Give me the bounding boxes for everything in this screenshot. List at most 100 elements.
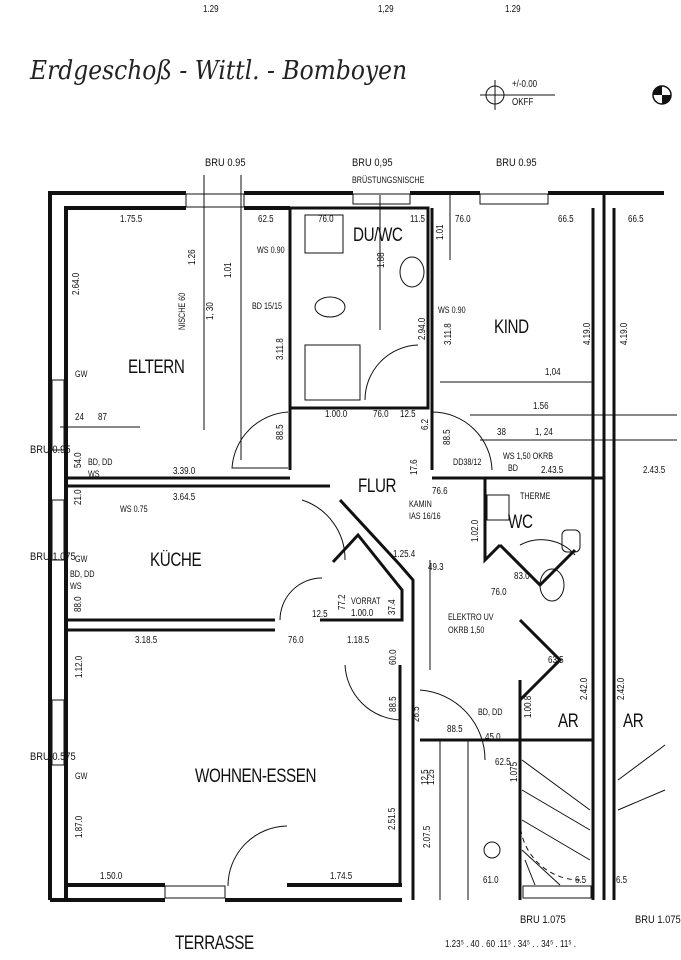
dim-wohnen-1185: 1.18.5 bbox=[347, 635, 370, 646]
dim-duwc-115: 11.5 bbox=[410, 214, 425, 225]
door-duwc bbox=[364, 344, 419, 401]
dim-kueche-125: 12.5 bbox=[312, 609, 328, 620]
top-dim-1: 1.29 bbox=[203, 4, 219, 15]
shower-tray bbox=[304, 214, 344, 254]
dim-flur-2435b: 2.43.5 bbox=[643, 465, 666, 476]
dim-stair-610: 61.0 bbox=[483, 875, 499, 886]
dim-kind-76: 76.0 bbox=[455, 214, 471, 225]
dim-vorrat-772: 77.2 bbox=[337, 594, 348, 610]
dim-eltern-width: 1.75.5 bbox=[120, 214, 143, 225]
wc-wall bbox=[483, 478, 502, 564]
dim-eltern-24: 24 bbox=[75, 412, 84, 423]
door-kind bbox=[431, 411, 493, 471]
bottom-dimension-chain: 1.23⁵ . 40 . 60 .11⁵ . 34⁵ . . 34⁵ . 11⁵… bbox=[445, 939, 577, 950]
interior-walls bbox=[66, 193, 616, 900]
door-terrasse bbox=[227, 825, 288, 887]
annotation-okrb: OKRB 1,50 bbox=[448, 625, 485, 635]
dim-eltern-right: 62.5 bbox=[258, 214, 274, 225]
room-label-kind: KIND bbox=[494, 317, 529, 338]
annotation-ws075-kueche: WS 0.75 bbox=[120, 504, 148, 514]
dim-vorrat-374: 37.4 bbox=[387, 599, 398, 615]
dim-stair-1075: 1.075 bbox=[509, 761, 520, 782]
dim-stair-625: 62.5 bbox=[495, 757, 511, 768]
dim-eltern-875: 87 bbox=[98, 412, 107, 423]
door-swings bbox=[227, 344, 576, 887]
dim-wohnen-1500: 1.50.0 bbox=[100, 871, 123, 882]
annotation-nische: NISCHE 60 bbox=[177, 292, 187, 330]
windows bbox=[51, 193, 592, 899]
window-kueche-left bbox=[51, 499, 65, 561]
dim-kueche-339: 3.39.0 bbox=[173, 466, 196, 477]
annotation-bd-dd-3: BD, DD bbox=[478, 707, 503, 717]
level-value: +/-0.00 bbox=[512, 79, 538, 90]
dim-ar-1008: 1.00.8 bbox=[523, 695, 534, 718]
ar-wall bbox=[518, 618, 563, 702]
annotation-bd-dd-1: BD, DD bbox=[88, 457, 113, 467]
window-wohnen-left bbox=[51, 699, 65, 766]
annotation-las: IAS 16/16 bbox=[409, 511, 441, 521]
dim-flur-2435: 2.43.5 bbox=[541, 465, 564, 476]
dim-stair-885: 88.5 bbox=[447, 724, 463, 735]
dim-flur-62: 6.2 bbox=[420, 418, 431, 430]
dim-wohnen-1745: 1.74.5 bbox=[330, 871, 353, 882]
window-kind-top bbox=[479, 193, 549, 205]
dim-ar-635: 63.5 bbox=[548, 655, 564, 666]
dim-duwc-125: 12.5 bbox=[400, 409, 416, 420]
dim-eltern-height: 2.64.0 bbox=[71, 272, 82, 295]
wall-top-left bbox=[48, 191, 186, 900]
dim-wohnen-600: 60.0 bbox=[388, 649, 399, 665]
room-label-wc: WC bbox=[508, 512, 533, 533]
door-kueche bbox=[301, 499, 346, 561]
dim-kind-665b: 66.5 bbox=[628, 214, 644, 225]
stair-step bbox=[521, 819, 591, 861]
window-label-kind-top: BRU 0.95 bbox=[496, 157, 537, 169]
annotation-ws090-eltern: WS 0.90 bbox=[257, 245, 285, 255]
stair-step bbox=[524, 859, 536, 886]
dim-duwc-188: 1.88 bbox=[376, 252, 387, 268]
annotation-ws-2: WS bbox=[70, 581, 82, 591]
top-dim-3: 1.29 bbox=[505, 4, 521, 15]
dim-duwc-76: 76.0 bbox=[318, 214, 334, 225]
stair-newel bbox=[483, 841, 501, 859]
dim-duwc-bottom76: 76.0 bbox=[373, 409, 389, 420]
window-label-stair-1: BRU 1.075 bbox=[520, 914, 566, 926]
door-stair bbox=[419, 689, 486, 761]
dim-stair-65: 6.5 bbox=[575, 875, 587, 886]
annotation-ws-1: WS bbox=[88, 469, 100, 479]
dim-kind-665: 66.5 bbox=[558, 214, 574, 225]
dim-eltern-130: 1, 30 bbox=[205, 302, 216, 320]
wall-inner-top-left bbox=[64, 206, 186, 900]
kamin-box bbox=[486, 494, 510, 521]
dim-kueche-880: 88.0 bbox=[73, 596, 84, 612]
room-label-ar-right: AR bbox=[623, 711, 644, 732]
dim-flur-885: 88.5 bbox=[275, 424, 286, 440]
vorrat-wall bbox=[320, 532, 404, 622]
room-label-flur: FLUR bbox=[358, 476, 397, 497]
sink-duwc bbox=[399, 256, 425, 288]
room-label-ar-left: AR bbox=[558, 711, 579, 732]
dim-wc-1020: 1.02.0 bbox=[470, 519, 481, 542]
room-label-terrasse: TERRASSE bbox=[175, 933, 254, 954]
dimension-lines bbox=[60, 175, 677, 900]
dim-wc-760: 76.0 bbox=[491, 587, 507, 598]
annotation-gw-kueche: GW bbox=[75, 554, 88, 564]
room-label-wohnen-essen: WOHNEN-ESSEN bbox=[195, 766, 317, 787]
dim-kind-311: 3.11.8 bbox=[443, 323, 454, 345]
top-dim-2: 1,29 bbox=[378, 4, 394, 15]
door-wc bbox=[519, 539, 576, 556]
outer-walls bbox=[48, 191, 664, 902]
dim-eltern-inner: 3.11.8 bbox=[275, 338, 286, 360]
window-label-wohnen-left: BRU 0.575 bbox=[30, 751, 76, 763]
flur-diag-wall bbox=[338, 498, 415, 665]
dim-stair-450: 45.0 bbox=[485, 732, 501, 743]
door-vorrat bbox=[279, 577, 323, 621]
dim-duwc-100: 1.00.0 bbox=[325, 409, 348, 420]
window-label-duwc-sub: BRÜSTUNGSNISCHE bbox=[352, 175, 425, 185]
dim-kueche-1254: 1.25.4 bbox=[393, 549, 416, 560]
annotation-bd-dd-2: BD, DD bbox=[70, 569, 95, 579]
annotation-bd1515: BD 15/15 bbox=[252, 301, 283, 311]
dim-duwc-294: 2.94.0 bbox=[417, 317, 428, 340]
dim-kueche-3645: 3.64.5 bbox=[173, 492, 196, 503]
dim-vorrat-100: 1.00.0 bbox=[351, 608, 374, 619]
